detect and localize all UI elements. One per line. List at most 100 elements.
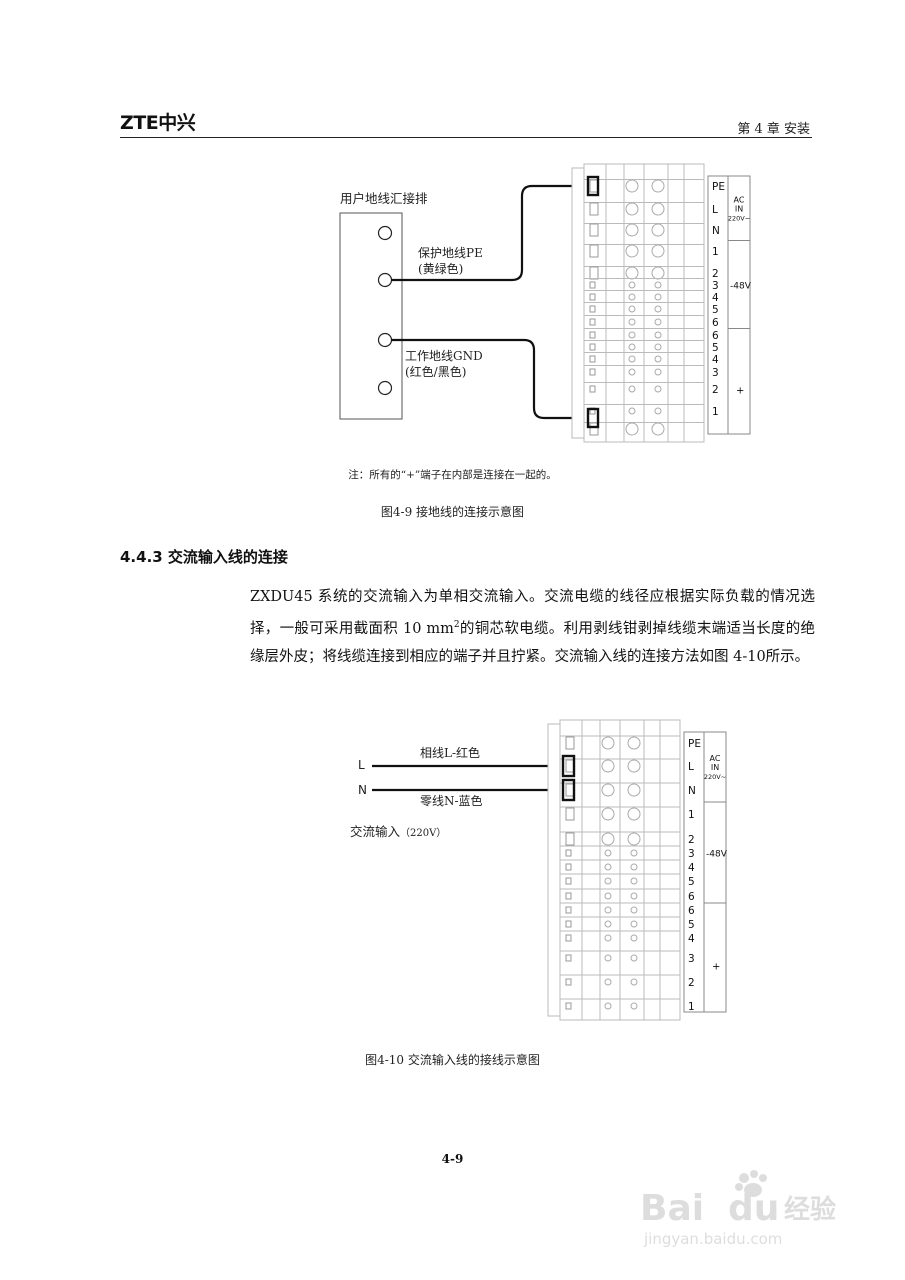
terminal-screw-slot [589,318,596,326]
figure-4-9-diagram: 用户地线汇接排 保护地线PE (黄绿色) 工作地线GND (红色/黑色) PEL… [339,163,752,443]
n-terminal-label: N [358,783,367,797]
terminal-label: 1 [712,406,719,418]
l-wire-label: 相线L-红色 [420,745,480,760]
pe-wire-label: 保护地线PE [418,246,483,260]
n-wire-label: 零线N-蓝色 [420,794,483,808]
terminal-screw-slot [565,920,572,928]
terminal-screw-slot [589,368,596,376]
busbar-hole [377,332,393,348]
svg-text:du: du [728,1188,779,1229]
terminal-screw-slot [565,1002,572,1010]
terminal-screw [630,877,638,885]
terminal-screw [628,355,636,363]
terminal-screw-slot [589,305,596,313]
busbar-hole [377,380,393,396]
neg48v-label: -48V [730,282,752,292]
terminal-screw [627,807,641,821]
terminal-screw [630,906,638,914]
terminal-screw-slot [589,179,599,193]
figure-4-9-caption: 图4-9 接地线的连接示意图 [380,505,525,519]
terminal-screw [651,223,665,237]
terminal-label: 2 [712,268,719,280]
l-terminal-highlight [561,754,576,778]
terminal-screw-slot [589,355,596,363]
svg-text:经验: 经验 [784,1194,836,1225]
pe-wire-color-label: (黄绿色) [418,261,463,276]
terminal-label: N [712,225,720,237]
ac-input-label: 交流输入（220V） [350,824,446,839]
terminal-screw [604,954,612,962]
terminal-screw [654,368,662,376]
terminal-screw [651,179,665,193]
terminal-screw [654,407,662,415]
terminal-screw [627,759,641,773]
terminal-screw [628,368,636,376]
terminal-screw-slot [565,954,572,962]
terminal-label: 3 [688,953,695,965]
terminal-label: 4 [712,354,719,366]
busbar-box [339,212,403,420]
terminal-screw [654,343,662,351]
terminal-screw-slot [565,892,572,900]
terminal-screw [604,863,612,871]
terminal-label: 1 [688,809,695,821]
section-paragraph: ZXDU45 系统的交流输入为单相交流输入。交流电缆的线径应根据实际负载的情况选… [250,583,815,671]
terminal-screw-slot [589,266,599,280]
terminal-screw [630,954,638,962]
terminal-label: L [712,204,718,216]
page-number: 4-9 [441,1152,464,1166]
terminal-end-plate [571,167,585,439]
terminal-screw [630,934,638,942]
terminal-label: 5 [688,876,695,888]
terminal-screw [604,934,612,942]
terminal-screw-slot [565,934,572,942]
terminal-label: 5 [712,342,719,354]
superscript-2: 2 [453,620,460,630]
terminal-label: 1 [712,246,719,258]
terminal-screw [628,318,636,326]
terminal-screw [628,293,636,301]
terminal-screw [604,978,612,986]
terminal-label: L [688,761,694,773]
terminal-screw-slot [589,293,596,301]
terminal-screw [654,385,662,393]
terminal-screw [601,783,615,797]
gnd-wire-label: 工作地线GND [405,349,483,363]
plus-label: + [736,385,744,396]
ac-label: AC [734,195,745,204]
terminal-screw [651,266,665,280]
paragraph-part-1: ZXDU45 系统的交流输入为单相交流输入。交流电缆的线径应根据实际负载的情况选… [250,589,815,637]
terminal-label: 5 [712,304,719,316]
terminal-label: PE [688,738,701,750]
terminal-screw [625,266,639,280]
terminal-screw [627,832,641,846]
terminal-screw [654,318,662,326]
zte-logo: ZTE中兴 [120,112,196,134]
terminal-screw-slot [589,281,596,289]
plus-label: + [712,962,720,973]
terminal-screw [625,179,639,193]
terminal-label: 4 [712,292,719,304]
busbar-hole [377,225,393,241]
header-divider [120,137,812,138]
terminal-screw-slot [565,906,572,914]
terminal-label: 2 [688,834,695,846]
terminal-screw [654,281,662,289]
terminal-label: 5 [688,919,695,931]
terminal-label: 4 [688,862,695,874]
terminal-label: 6 [688,905,695,917]
terminal-label: 2 [712,384,719,396]
pe-wire [391,184,592,282]
terminal-screw [628,343,636,351]
figure-4-9-note: 注：所有的“+”端子在内部是连接在一起的。 [348,469,557,481]
terminal-screw [628,385,636,393]
terminal-screw [630,1002,638,1010]
terminal-screw [630,863,638,871]
terminal-screw [630,978,638,986]
figure-4-10-diagram: L N 相线L-红色 零线N-蓝色 交流输入（220V） PELN1234566… [350,719,728,1021]
busbar-label: 用户地线汇接排 [340,191,428,206]
section-heading: 4.4.3 交流输入线的连接 [120,548,288,566]
terminal-screw-slot [565,783,575,797]
voltage-label: 220V~ [728,214,750,222]
terminal-screw-slot [565,849,572,857]
